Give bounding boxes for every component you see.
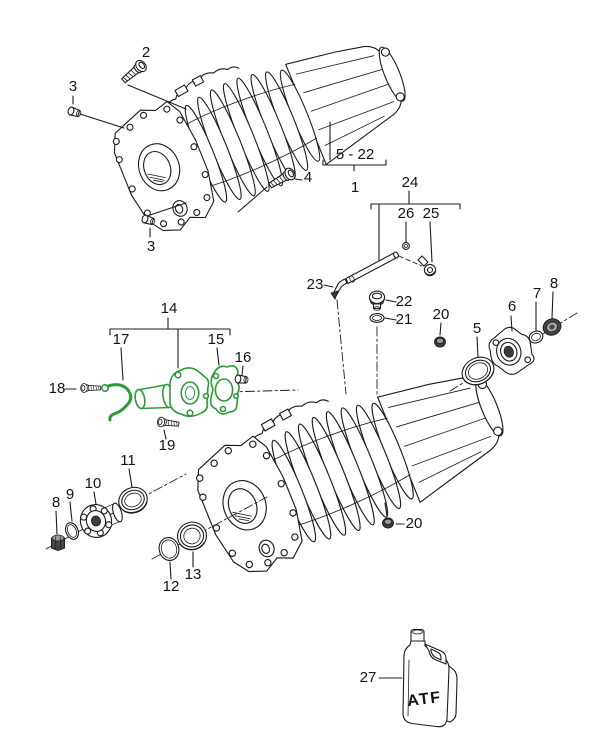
callout-labels: 2 3 3 4 5 - 22 1 24 26 25 23 22 21 20 8 … [49, 44, 559, 686]
plug-20-upper-part [434, 336, 446, 348]
leader-lines [55, 84, 554, 679]
nut-8-right-part [542, 318, 562, 336]
callout-14[interactable]: 14 [161, 300, 178, 317]
callout-5-22[interactable]: 5 - 22 [336, 146, 374, 163]
o-ring-21-part [369, 313, 385, 323]
plug-20-lower-part [382, 517, 394, 529]
gasket-15-part [209, 365, 240, 415]
callout-3-lower[interactable]: 3 [147, 238, 155, 255]
callout-5[interactable]: 5 [473, 320, 481, 337]
callout-8-right[interactable]: 8 [550, 275, 558, 292]
cap-22-part [368, 290, 386, 311]
callout-2[interactable]: 2 [142, 44, 150, 61]
nut-8-left-part [51, 534, 65, 552]
callout-8-lower[interactable]: 8 [52, 494, 60, 511]
callout-10[interactable]: 10 [85, 475, 102, 492]
seal-ring-11-part [118, 486, 148, 514]
output-flange-6-part [488, 326, 535, 375]
bolt-19-part [156, 416, 180, 430]
callout-18[interactable]: 18 [49, 380, 66, 397]
callout-17[interactable]: 17 [113, 331, 130, 348]
callout-9[interactable]: 9 [66, 486, 74, 503]
callout-1[interactable]: 1 [351, 179, 359, 196]
callout-4[interactable]: 4 [304, 169, 312, 186]
oil-pump-housing-14-part [134, 367, 210, 418]
atf-label: ATF [406, 689, 442, 710]
callout-21[interactable]: 21 [396, 311, 413, 328]
nipple-26-part [402, 242, 410, 250]
callout-20-lower[interactable]: 20 [406, 515, 423, 532]
callout-13[interactable]: 13 [185, 566, 202, 583]
callout-26[interactable]: 26 [398, 205, 415, 222]
gearbox-top-drawing [98, 5, 425, 243]
callout-20-upper[interactable]: 20 [433, 306, 450, 323]
callout-23[interactable]: 23 [307, 276, 324, 293]
atf-container-drawing: ATF [402, 628, 458, 728]
o-ring-7-part [528, 330, 544, 344]
callout-12[interactable]: 12 [163, 578, 180, 595]
snap-ring-9-part [65, 522, 79, 540]
retaining-clip-17-part [101, 383, 133, 422]
o-ring-12-part [158, 537, 180, 561]
callout-27[interactable]: 27 [360, 669, 377, 686]
bolt-18-part [80, 383, 101, 393]
callout-6[interactable]: 6 [508, 298, 516, 315]
banjo-leader-dashed [398, 255, 423, 267]
shaft-seal-13-part [176, 521, 208, 551]
sealing-plug-3-upper-part [66, 105, 83, 119]
sleeve-16-part [234, 374, 249, 385]
banjo-fitting-25-part [417, 255, 437, 277]
callout-19[interactable]: 19 [159, 437, 176, 454]
callout-15[interactable]: 15 [208, 331, 225, 348]
cv-flange-10-part [79, 502, 123, 538]
callout-24[interactable]: 24 [402, 174, 419, 191]
callout-11[interactable]: 11 [120, 452, 136, 469]
oil-pipe-tube-part [345, 251, 399, 285]
callout-25[interactable]: 25 [423, 205, 440, 222]
shaft-seal-5-part [461, 356, 495, 386]
callout-3-upper[interactable]: 3 [69, 78, 77, 95]
callout-7[interactable]: 7 [533, 285, 541, 302]
callout-16[interactable]: 16 [235, 349, 252, 366]
callout-22[interactable]: 22 [396, 293, 413, 310]
bolt-2-part [118, 57, 150, 87]
oil-pipe-elbow-part [330, 278, 348, 300]
